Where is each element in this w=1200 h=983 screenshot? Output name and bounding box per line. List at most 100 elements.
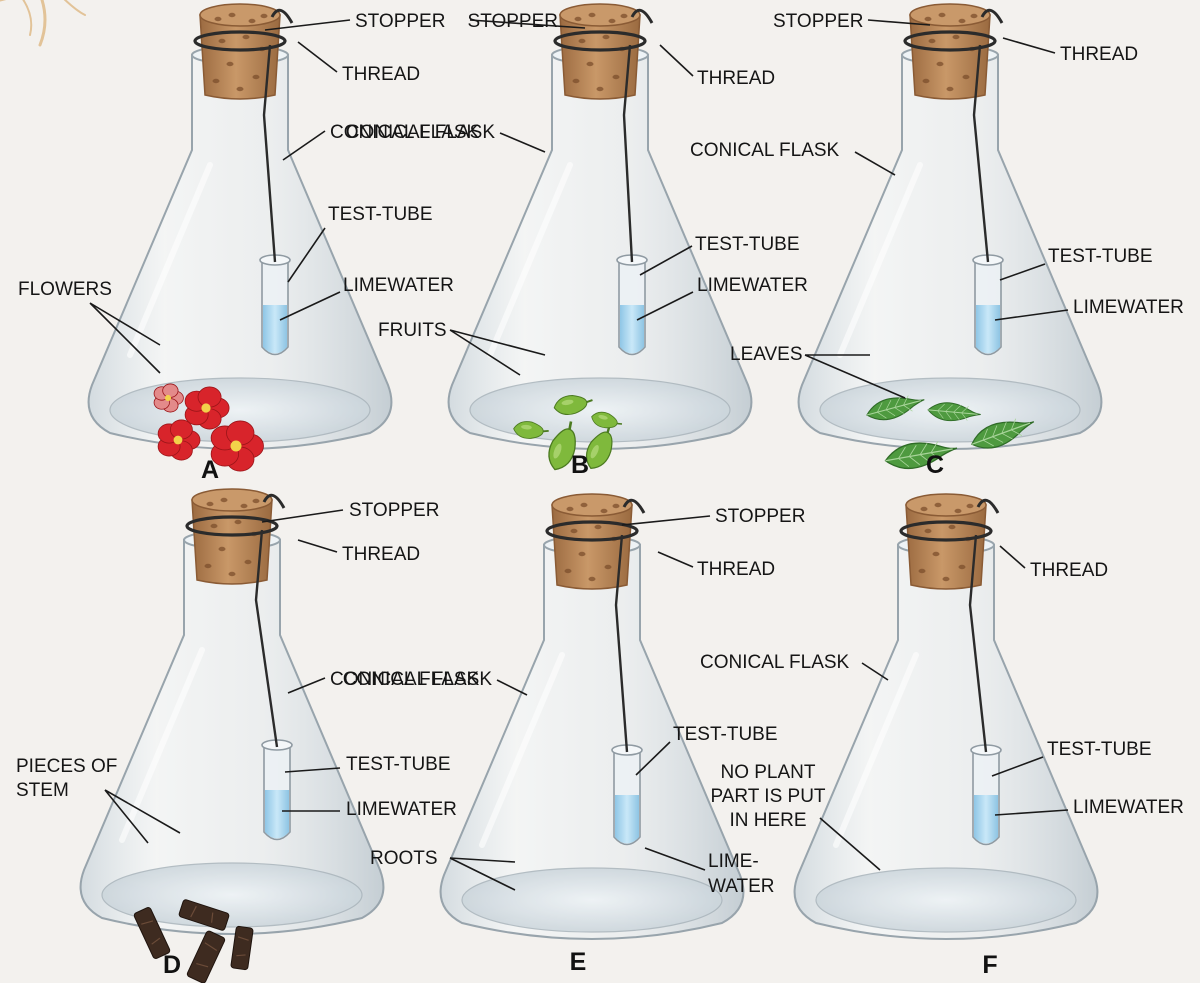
fruit — [553, 394, 593, 415]
flower — [153, 383, 184, 413]
leader-test-tube — [635, 741, 671, 776]
label-conical-flask: CONICAL FLASK — [700, 652, 850, 673]
leader-test-tube — [999, 263, 1046, 281]
leader-flowers — [89, 302, 161, 374]
leader-test-tube — [991, 756, 1044, 777]
label-leaves: LEAVES — [730, 344, 803, 365]
panel-letter: C — [926, 451, 944, 479]
leaf — [866, 395, 925, 421]
stem-piece — [186, 930, 226, 983]
label-test-tube: TEST-TUBE — [695, 234, 800, 255]
label-stopper: STOPPER — [773, 11, 863, 32]
fruit — [548, 421, 576, 471]
label-thread: THREAD — [697, 559, 775, 580]
cork-stopper — [191, 488, 273, 585]
panel-a: A — [89, 3, 392, 484]
roots — [0, 0, 86, 47]
label-limewater: LIMEWATER — [346, 799, 457, 820]
label-limewater: LIMEWATER — [697, 275, 808, 296]
leader-stopper — [621, 515, 711, 526]
limewater — [974, 795, 998, 844]
fruit — [513, 421, 549, 439]
stem-piece — [230, 925, 254, 971]
label-limewater: LIMEWATER — [343, 275, 454, 296]
leader-limewater — [279, 291, 341, 321]
cork-stopper — [905, 493, 987, 590]
label-conical-flask: CONICAL FLASK — [330, 122, 480, 143]
leader-no-plant — [819, 817, 881, 871]
leader-thread — [657, 551, 694, 568]
leader-stopper — [469, 19, 586, 29]
leader-test-tube — [639, 245, 693, 276]
label-conical-flask: CONICAL FLASK — [690, 140, 840, 161]
label-pieces-of: PIECES OF — [16, 756, 117, 777]
label-conical-flask: CONICAL FLASK — [330, 669, 480, 690]
fruit — [591, 411, 623, 429]
leader-limewater — [994, 809, 1069, 816]
label-test-tube: TEST-TUBE — [1047, 739, 1152, 760]
label-stopper: STOPPER — [715, 506, 805, 527]
limewater — [620, 305, 644, 354]
stem-piece — [178, 899, 230, 931]
leader-fruits — [449, 329, 546, 376]
flower — [210, 420, 264, 472]
leaf — [927, 402, 981, 422]
label-limewater: LIMEWATER — [1073, 797, 1184, 818]
leader-stopper — [264, 19, 351, 31]
limewater — [976, 305, 1000, 354]
label-conical-flask: CONICAL FLASK — [343, 669, 493, 690]
thread — [903, 8, 1004, 263]
label-flowers: FLOWERS — [18, 279, 112, 300]
limewater — [615, 795, 639, 844]
panel-letter: E — [570, 948, 587, 976]
label-test-tube: TEST-TUBE — [328, 204, 433, 225]
thread — [193, 8, 294, 263]
conical-flask — [795, 536, 1098, 939]
leader-limewater — [644, 847, 706, 871]
test-tube — [611, 744, 643, 846]
thread — [185, 493, 286, 748]
limewater — [265, 790, 289, 839]
panel-d: D — [81, 488, 384, 983]
limewater — [263, 305, 287, 354]
test-tube — [970, 744, 1002, 846]
leader-stem — [104, 789, 181, 844]
label-limewater: LIMEWATER — [1073, 297, 1184, 318]
leader-limewater — [636, 291, 694, 321]
cork-stopper — [199, 3, 281, 100]
label-test-tube: TEST-TUBE — [1048, 246, 1153, 267]
flower — [157, 419, 201, 461]
label-test-tube: TEST-TUBE — [346, 754, 451, 775]
label-no-plant: PART IS PUT — [710, 786, 825, 807]
leader-thread — [297, 41, 338, 73]
label-thread: THREAD — [342, 64, 420, 85]
conical-flask — [89, 46, 392, 449]
test-tube — [261, 739, 293, 841]
test-tube — [972, 254, 1004, 356]
panel-e: E — [0, 0, 743, 976]
leader-thread — [297, 539, 338, 553]
panel-letter: D — [163, 951, 181, 979]
test-tube — [616, 254, 648, 356]
leader-stopper — [867, 19, 931, 26]
label-thread: THREAD — [697, 68, 775, 89]
leader-roots — [449, 857, 516, 891]
leader-conical-flask — [496, 679, 528, 696]
labels-layer: STOPPER THREAD CONICAL FLASK TEST-TUBE LIMEW… — [16, 11, 1184, 897]
leader-conical-flask — [287, 677, 326, 694]
label-fruits: FRUITS — [378, 320, 447, 341]
cork-stopper — [559, 3, 641, 100]
leader-conical-flask — [499, 132, 546, 153]
thread — [553, 8, 654, 263]
leader-stopper — [261, 509, 344, 523]
cork-stopper — [551, 493, 633, 590]
leader-leaves — [804, 354, 906, 399]
panel-f: F — [795, 493, 1098, 979]
conical-flask — [81, 531, 384, 934]
leader-limewater — [994, 309, 1069, 321]
leader-test-tube — [287, 227, 326, 283]
label-stopper: STOPPER — [355, 11, 445, 32]
leaf — [971, 418, 1035, 449]
leader-conical-flask — [854, 151, 896, 176]
label-thread: THREAD — [1060, 44, 1138, 65]
